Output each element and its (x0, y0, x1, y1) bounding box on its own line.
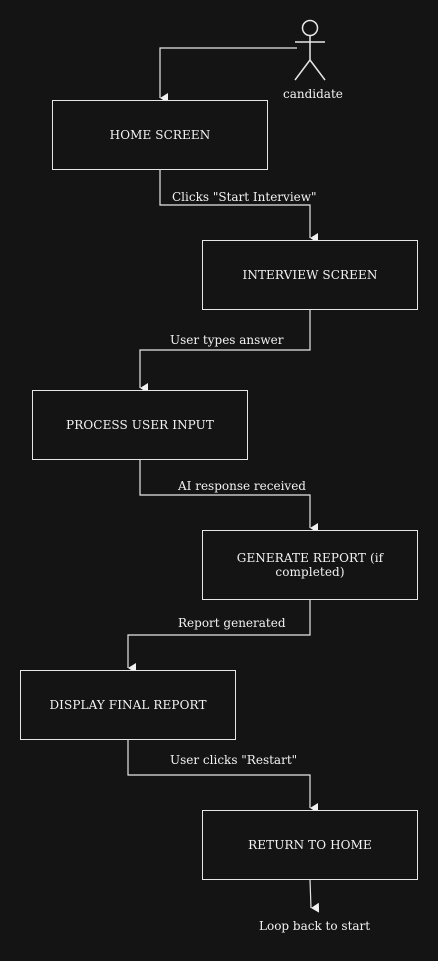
node-generate-report: GENERATE REPORT (if completed) (202, 530, 418, 600)
node-process-user-input: PROCESS USER INPUT (32, 390, 248, 460)
edge-home-to-interview (159, 170, 318, 243)
edge-generate-to-display (127, 600, 311, 673)
edge-label-ai-response-received: AI response received (176, 479, 308, 493)
edge-process-to-generate (139, 460, 318, 533)
edge-label-report-generated: Report generated (176, 616, 288, 630)
edge-interview-to-process (139, 310, 311, 393)
node-display-final-report: DISPLAY FINAL REPORT (20, 670, 236, 740)
node-home-screen: HOME SCREEN (52, 100, 268, 170)
edge-label-start-interview: Clicks "Start Interview" (170, 190, 319, 204)
edge-label-user-types-answer: User types answer (168, 333, 286, 347)
stick-figure-actor-icon (294, 19, 326, 81)
actor-label: candidate (283, 87, 343, 101)
node-return-to-home: RETURN TO HOME (202, 810, 418, 880)
edge-return-to-end (309, 879, 320, 913)
edge-label-user-clicks-restart: User clicks "Restart" (168, 753, 300, 767)
edge-candidate-to-home (159, 47, 297, 103)
end-label-loop-back: Loop back to start (257, 919, 373, 933)
node-interview-screen: INTERVIEW SCREEN (202, 240, 418, 310)
edge-display-to-return (127, 740, 318, 813)
